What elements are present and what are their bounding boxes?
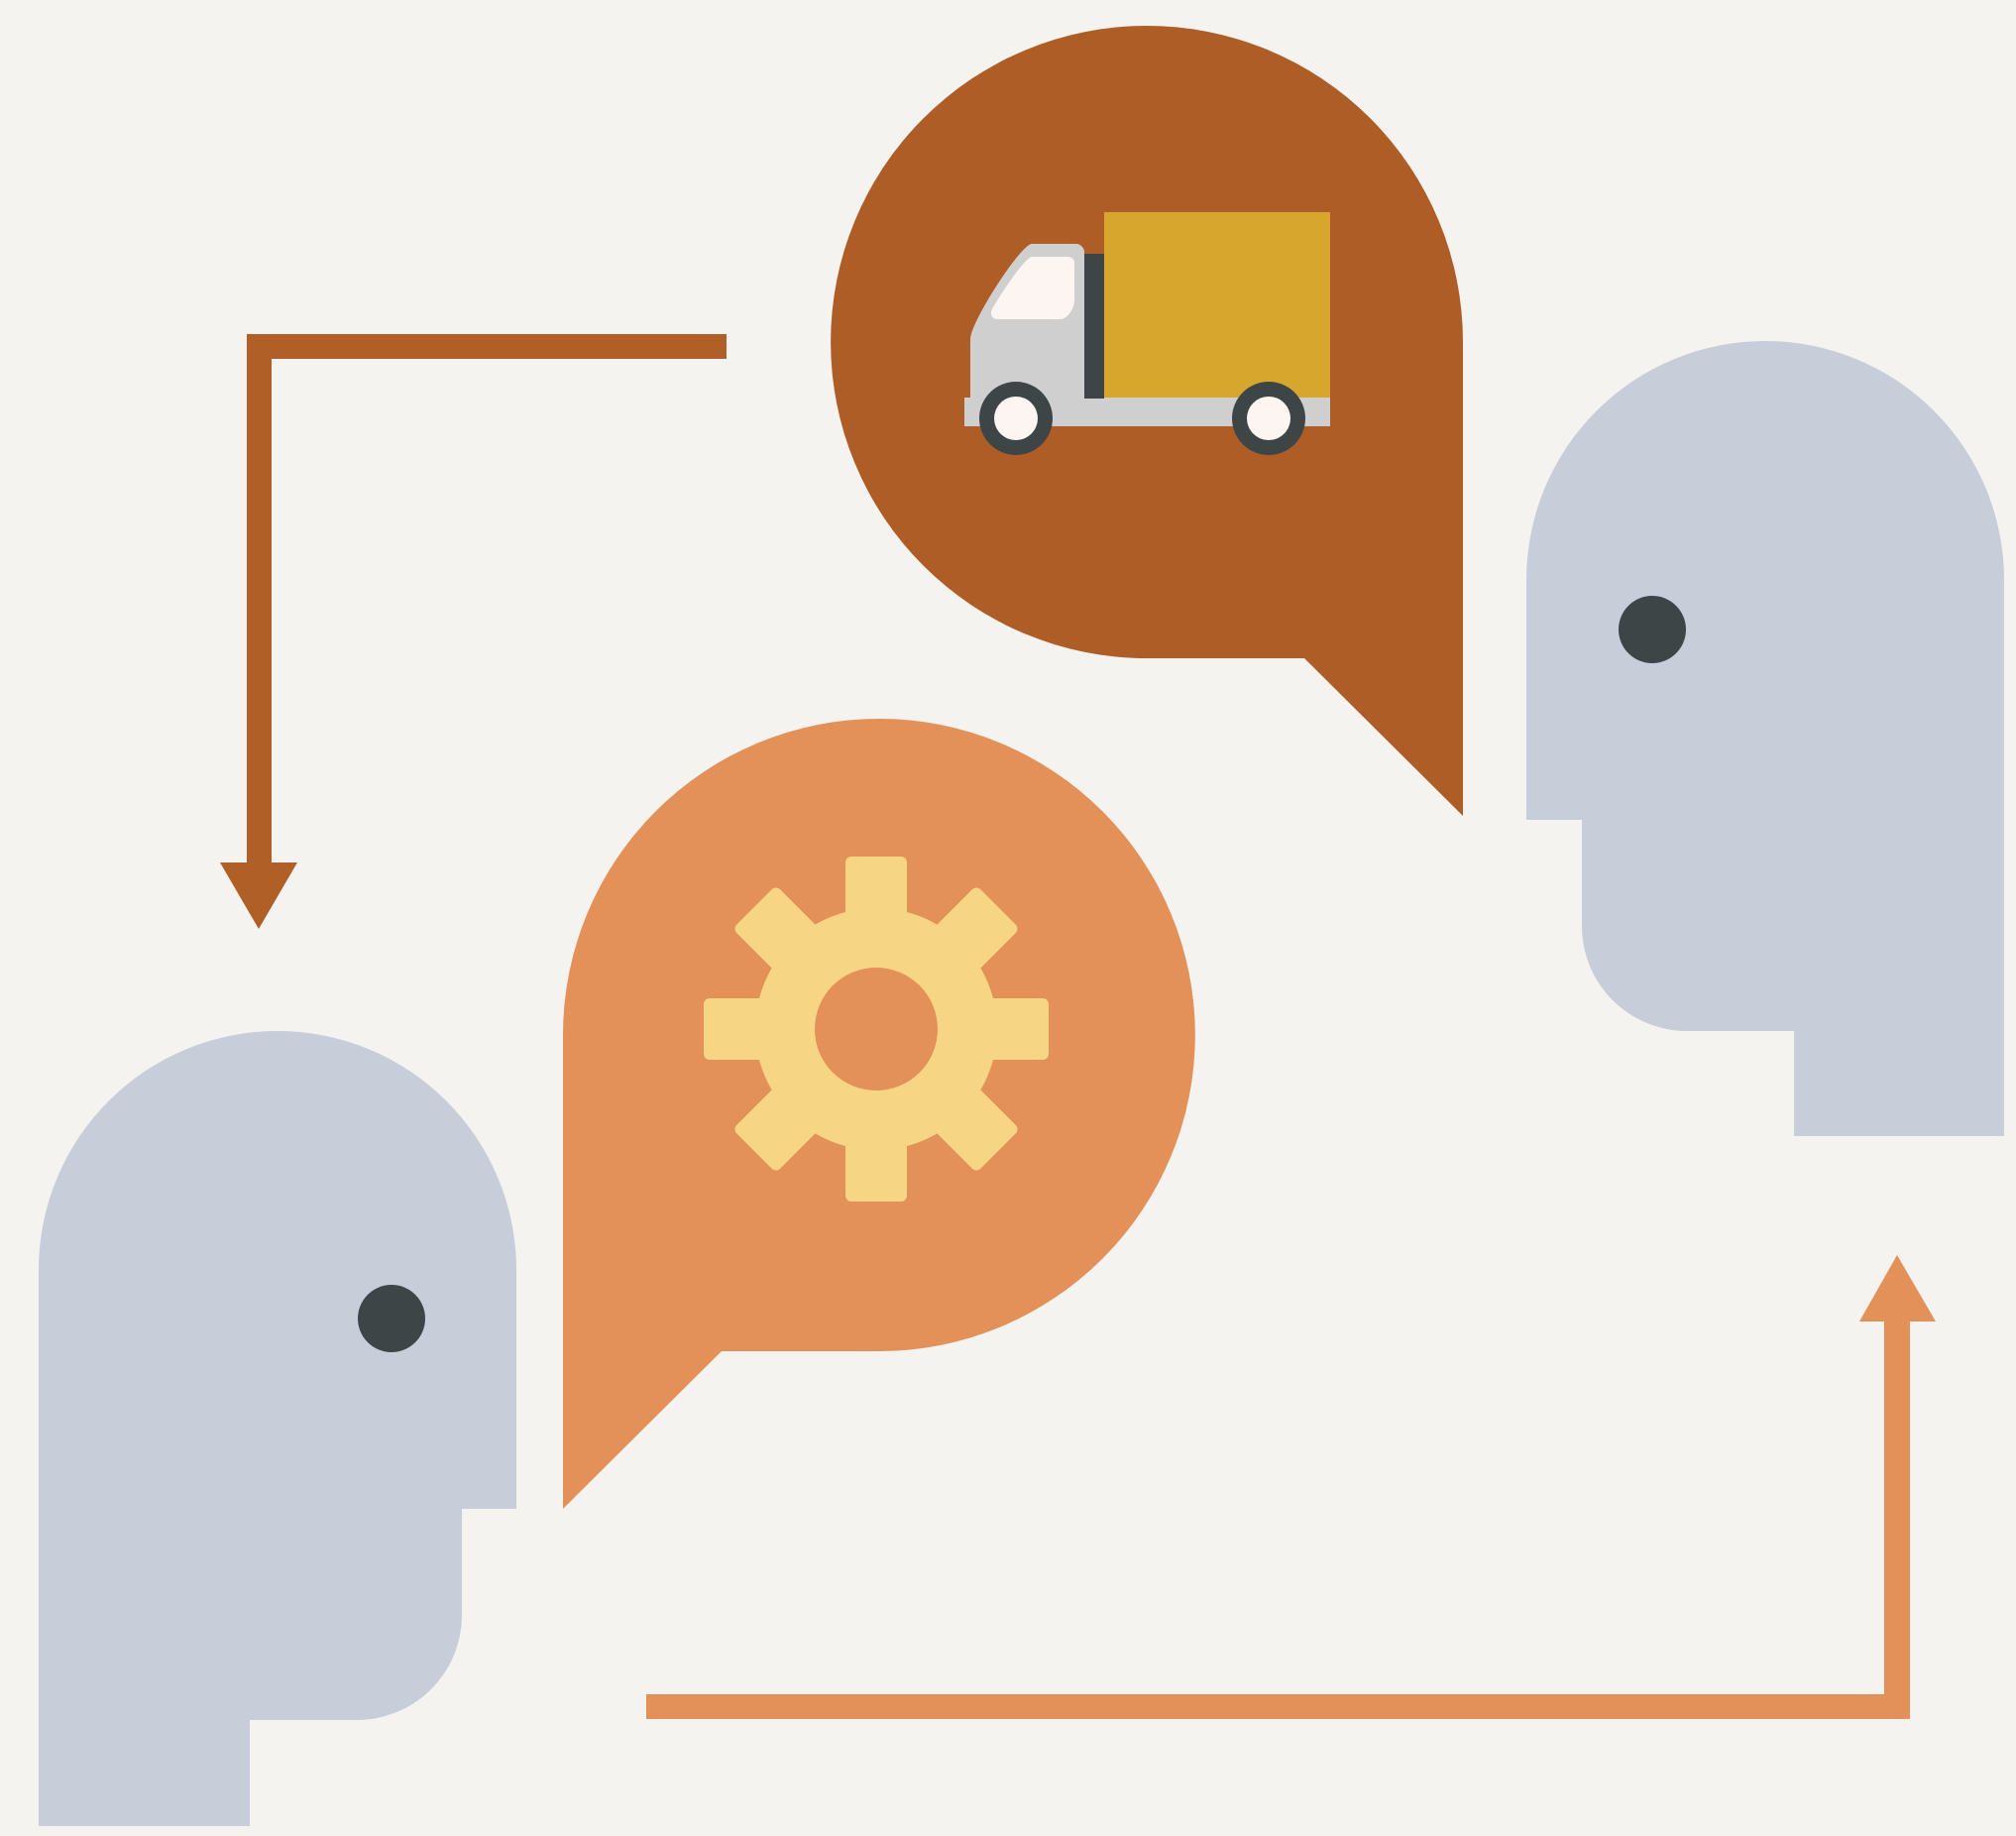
arrow-down-head (220, 862, 297, 929)
truck-cab-divider (1084, 254, 1104, 399)
truck-wheel-rear-hub (1247, 397, 1290, 440)
gear-hole (815, 968, 938, 1090)
gear-icon (704, 857, 1049, 1202)
truck-window (990, 257, 1074, 319)
truck-cargo (1104, 212, 1330, 399)
arrow-up-icon (646, 1255, 1936, 1719)
person-eye (358, 1285, 425, 1352)
arrow-up-head (1859, 1255, 1936, 1321)
truck-icon (964, 212, 1330, 455)
person-left (39, 1031, 516, 1826)
person-head-icon (39, 1031, 516, 1826)
person-eye (1619, 596, 1686, 663)
speech-bubble-truck (831, 26, 1463, 816)
arrow-up-line (646, 1314, 1910, 1719)
person-head-icon (1526, 341, 2004, 1136)
person-right (1526, 341, 2004, 1136)
speech-bubble-gear (563, 719, 1195, 1509)
arrow-down-icon (220, 334, 727, 929)
arrow-down-line (247, 334, 727, 867)
truck-wheel-front-hub (994, 397, 1038, 440)
